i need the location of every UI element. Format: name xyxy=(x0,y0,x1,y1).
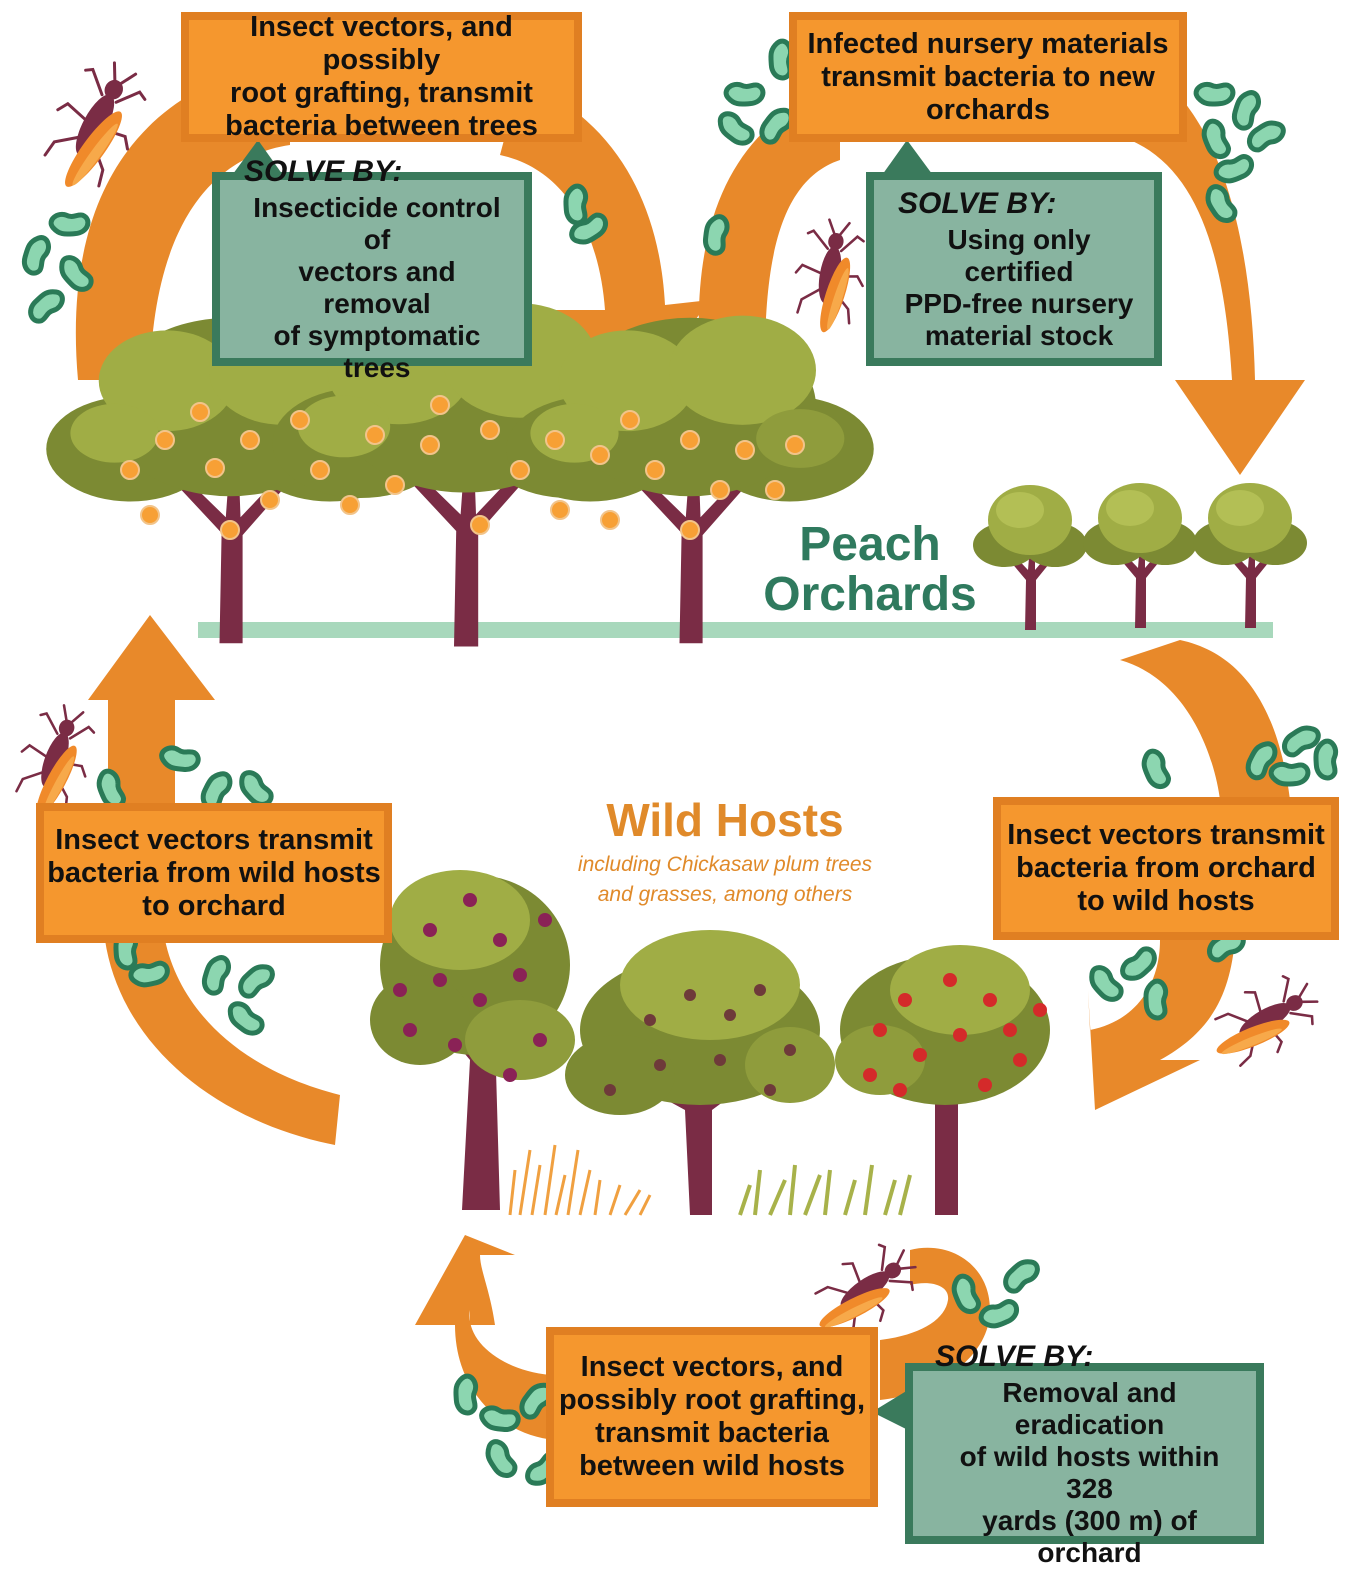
callout-pointer xyxy=(872,1390,908,1430)
peach-orchards-line1: Peach xyxy=(799,518,941,571)
box-tree-to-tree-transmission: Insect vectors, and possibly root grafti… xyxy=(181,11,582,142)
solve-line: Removal and eradication xyxy=(1002,1376,1177,1440)
box-line: Insect vectors, and xyxy=(580,1351,844,1383)
box-line: Insect vectors transmit xyxy=(55,823,373,856)
peach-orchards-label: Peach Orchards xyxy=(760,520,980,620)
young-tree xyxy=(1083,483,1197,628)
box-line: to wild hosts xyxy=(1077,885,1255,917)
callout-pointer xyxy=(880,140,935,178)
wild-hosts-subtitle-line2: and grasses, among others xyxy=(597,883,853,906)
callout-pointer xyxy=(230,140,285,178)
solve-line: PPD-free nursery xyxy=(904,288,1134,319)
insect-icon xyxy=(785,214,875,341)
solve-line: Using only certified xyxy=(947,224,1091,287)
box-line: transmit bacteria to new xyxy=(821,60,1155,93)
orchard-ground xyxy=(198,622,1273,638)
wild-hosts-title: Wild Hosts xyxy=(606,794,844,846)
box-wild-host-transmission: Insect vectors, and possibly root grafti… xyxy=(546,1327,878,1507)
box-line: root grafting, transmit xyxy=(230,77,533,109)
box-line: bacteria between trees xyxy=(225,110,538,142)
dry-grass xyxy=(508,1144,652,1216)
wild-hosts-subtitle-line1: including Chickasaw plum trees xyxy=(577,853,873,876)
solve-box-wild-host-removal: SOLVE BY: Removal and eradication of wil… xyxy=(905,1340,1264,1568)
box-wild-to-orchard: Insect vectors transmit bacteria from wi… xyxy=(36,803,392,943)
wild-hosts-subtitle: including Chickasaw plum trees and grass… xyxy=(540,850,910,910)
box-line: orchards xyxy=(925,93,1051,126)
peach-orchard-trees xyxy=(46,303,1307,647)
young-tree xyxy=(973,485,1087,630)
arrow-top-right-cycle xyxy=(698,70,1305,475)
solve-heading: SOLVE BY: xyxy=(244,155,403,188)
box-orchard-to-wild: Insect vectors transmit bacteria from or… xyxy=(993,797,1339,940)
box-line: Insect vectors transmit xyxy=(1007,819,1325,851)
solve-line: of symptomatic trees xyxy=(273,320,481,383)
green-grass xyxy=(738,1164,912,1216)
box-line: to orchard xyxy=(142,889,286,922)
box-line: bacteria from orchard xyxy=(1016,852,1316,884)
solve-heading: SOLVE BY: xyxy=(898,187,1057,220)
arrow-wild-to-orchard xyxy=(88,615,340,1145)
box-line: Infected nursery materials xyxy=(807,27,1169,60)
solve-line: of wild hosts within 328 xyxy=(959,1440,1220,1504)
box-line: between wild hosts xyxy=(579,1450,845,1482)
solve-box-insecticide: SOLVE BY: Insecticide control of vectors… xyxy=(212,155,532,383)
solve-heading: SOLVE BY: xyxy=(935,1339,1094,1373)
box-line: bacteria from wild hosts xyxy=(47,856,381,889)
box-line: transmit bacteria xyxy=(595,1417,829,1449)
solve-line: vectors and removal xyxy=(298,256,456,319)
wild-host-trees xyxy=(370,870,1050,1216)
solve-line: yards (300 m) of orchard xyxy=(982,1504,1197,1568)
solve-box-certified-stock: SOLVE BY: Using only certified PPD-free … xyxy=(866,172,1162,366)
peach-orchards-line2: Orchards xyxy=(763,568,977,621)
peach-fruits xyxy=(120,395,805,540)
box-nursery-transmission: Infected nursery materials transmit bact… xyxy=(789,12,1187,142)
solve-line: material stock xyxy=(924,320,1114,351)
box-line: possibly root grafting, xyxy=(558,1384,866,1416)
solve-line: Insecticide control of xyxy=(253,192,501,255)
young-tree xyxy=(1193,483,1307,628)
box-line: Insect vectors, and possibly xyxy=(250,11,513,76)
